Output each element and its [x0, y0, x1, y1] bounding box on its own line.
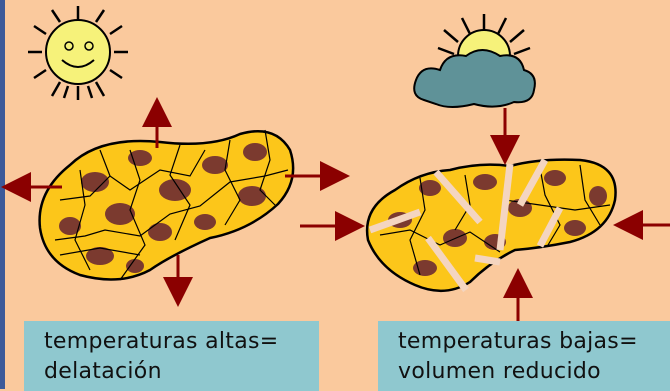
- caption-hot: temperaturas altas= delatación: [24, 321, 319, 391]
- contracted-rock: [367, 160, 615, 291]
- caption-hot-line1: temperaturas altas=: [44, 327, 309, 357]
- caption-cold-line1: temperaturas bajas=: [398, 327, 660, 357]
- caption-cold-line2: volumen reducido: [398, 357, 660, 387]
- cloud-sun-icon: [414, 14, 535, 107]
- expanded-rock: [40, 130, 294, 280]
- caption-cold: temperaturas bajas= volumen reducido: [378, 321, 670, 391]
- caption-hot-line2: delatación: [44, 357, 309, 387]
- sun-icon: [28, 6, 128, 100]
